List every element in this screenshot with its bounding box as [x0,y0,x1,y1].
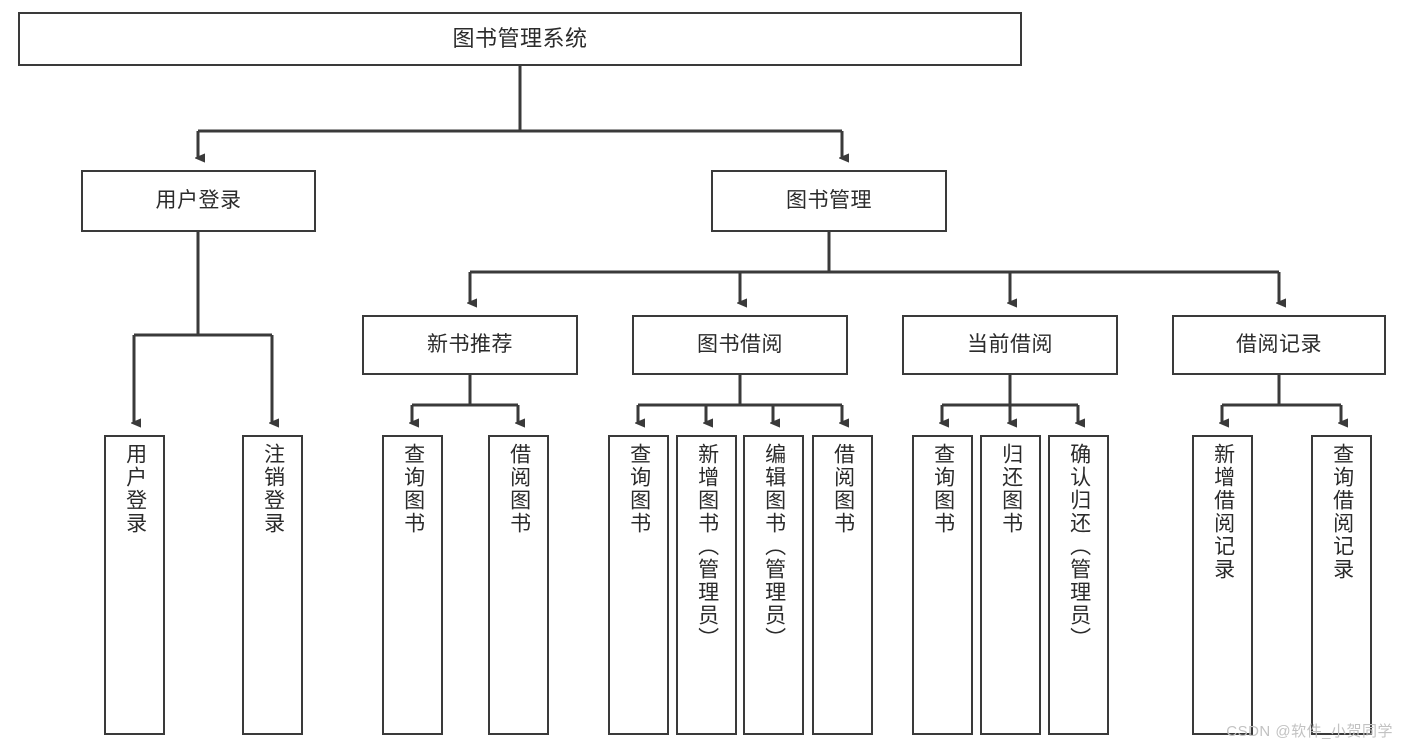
node-label: 借阅记录 [1236,333,1322,357]
csdn-watermark: CSDN @软件_小贺同学 [1226,723,1393,740]
leaf-new-book-query-book[interactable]: 查询图书 [382,435,443,735]
node-label: 查询图书 [627,443,651,535]
node-user-login[interactable]: 用户登录 [81,170,316,232]
node-label: 当前借阅 [967,333,1053,357]
leaf-book-borrow-edit-book-admin[interactable]: 编辑图书（管理员） [743,435,804,735]
node-label: 查询借阅记录 [1330,443,1354,581]
node-label: 图书管理 [786,189,872,213]
leaf-current-borrow-confirm-return-admin[interactable]: 确认归还（管理员） [1048,435,1109,735]
node-label: 新书推荐 [427,333,513,357]
leaf-book-borrow-query-book[interactable]: 查询图书 [608,435,669,735]
node-label: 确认归还（管理员） [1067,443,1091,650]
node-book-borrow[interactable]: 图书借阅 [632,315,848,375]
node-label: 用户登录 [155,189,242,213]
node-root-book-management-system[interactable]: 图书管理系统 [18,12,1022,66]
node-book-management[interactable]: 图书管理 [711,170,947,232]
node-label: 新增图书（管理员） [695,443,719,650]
node-current-borrow[interactable]: 当前借阅 [902,315,1118,375]
node-label: 图书借阅 [697,333,783,357]
leaf-borrow-record-query-record[interactable]: 查询借阅记录 [1311,435,1372,735]
node-label: 借阅图书 [507,443,531,535]
node-label: 归还图书 [999,443,1023,535]
node-label: 查询图书 [931,443,955,535]
node-label: 借阅图书 [831,443,855,535]
leaf-book-borrow-borrow-book[interactable]: 借阅图书 [812,435,873,735]
node-label: 图书管理系统 [452,25,588,51]
leaf-user-login[interactable]: 用户登录 [104,435,165,735]
leaf-current-borrow-query-book[interactable]: 查询图书 [912,435,973,735]
node-new-book-recommend[interactable]: 新书推荐 [362,315,578,375]
node-borrow-record[interactable]: 借阅记录 [1172,315,1386,375]
leaf-book-borrow-add-book-admin[interactable]: 新增图书（管理员） [676,435,737,735]
node-label: 编辑图书（管理员） [762,443,786,650]
node-label: 注销登录 [261,443,285,535]
leaf-new-book-borrow-book[interactable]: 借阅图书 [488,435,549,735]
node-label: 查询图书 [401,443,425,535]
leaf-borrow-record-add-record[interactable]: 新增借阅记录 [1192,435,1253,735]
leaf-logout[interactable]: 注销登录 [242,435,303,735]
node-label: 用户登录 [123,443,147,535]
node-label: 新增借阅记录 [1211,443,1235,581]
leaf-current-borrow-return-book[interactable]: 归还图书 [980,435,1041,735]
